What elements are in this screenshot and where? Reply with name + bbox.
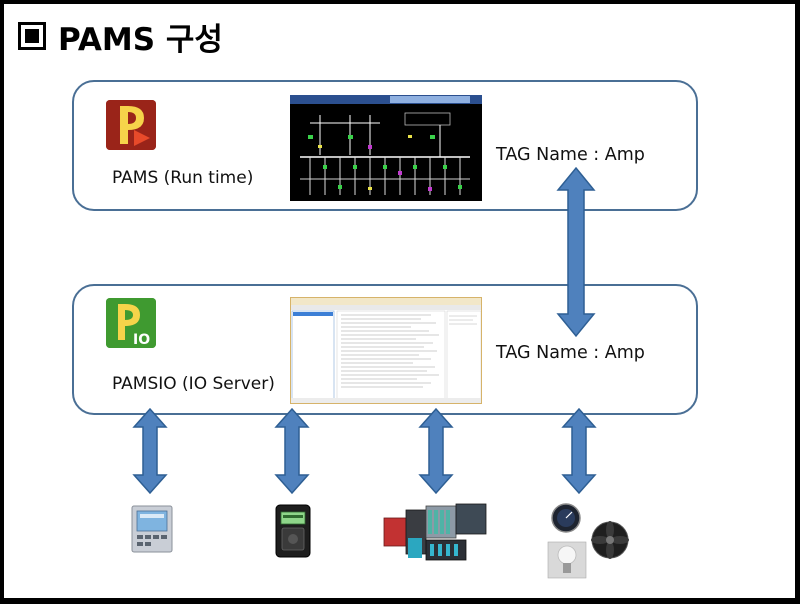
square-bullet-icon — [18, 22, 46, 50]
tag-link-double-arrow — [556, 166, 596, 338]
svg-text:IO: IO — [133, 332, 150, 348]
io-server-window-screenshot — [290, 297, 482, 404]
device-link-arrow-3 — [418, 407, 454, 495]
hmi-single-line-diagram-screenshot — [290, 95, 482, 201]
io-tag-label: TAG Name : Amp — [496, 343, 645, 363]
pams-logo-icon — [106, 100, 156, 150]
digital-meter-device-icon — [275, 504, 311, 558]
sensor-gauge-fan-lamp-icon — [547, 503, 629, 579]
plc-rack-device-icon — [383, 503, 487, 561]
pamsio-label: PAMSIO (IO Server) — [112, 374, 275, 394]
device-link-arrow-2 — [274, 407, 310, 495]
pams-runtime-panel: PAMS (Run time) — [72, 80, 698, 211]
device-link-arrow-4 — [561, 407, 597, 495]
pamsio-server-panel: IO PAMSIO (IO Server) — [72, 284, 698, 415]
pamsio-logo-icon: IO — [106, 298, 156, 348]
runtime-tag-label: TAG Name : Amp — [496, 145, 645, 165]
power-meter-device-icon — [131, 505, 173, 553]
device-link-arrow-1 — [132, 407, 168, 495]
pams-runtime-label: PAMS (Run time) — [112, 168, 254, 188]
page-title-text: PAMS 구성 — [58, 21, 223, 58]
page-title: PAMS 구성 — [18, 16, 223, 58]
diagram-canvas: PAMS 구성 PAMS (Run time) — [4, 4, 795, 598]
